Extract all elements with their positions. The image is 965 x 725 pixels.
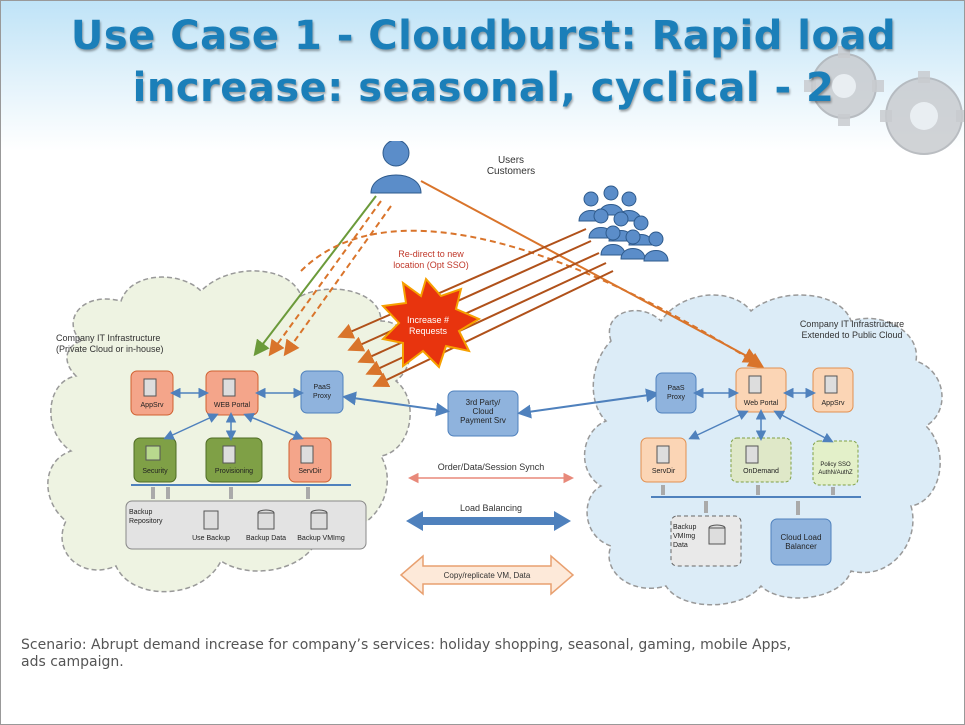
public-paas-line2: Proxy <box>667 394 685 401</box>
private-cloud-title-line1: Company IT Infrastructure <box>56 333 161 343</box>
public-authn-line1: Policy SSO <box>820 462 851 468</box>
user-crowd-icon <box>578 185 669 262</box>
public-backup-label: Backup VMImg Data <box>673 523 709 550</box>
slide-title-line2: increase: seasonal, cyclical - 2 <box>132 65 835 111</box>
cloud-load-balancer-line2: Balancer <box>785 542 817 551</box>
copy-replicate-label: Copy/replicate VM, Data <box>443 571 531 580</box>
public-paas-line1: PaaS <box>667 385 685 392</box>
backup-repository-line2: Repository <box>129 518 163 525</box>
users-label-line1: Users <box>497 155 525 166</box>
backup-repository-line1: Backup <box>129 509 153 516</box>
public-cloud-title-line1: Company IT Infrastructure <box>799 319 905 329</box>
user-icon <box>370 141 422 194</box>
public-authn-line2: AuthN/AuthZ <box>818 470 853 476</box>
public-backup-line3: Data <box>673 542 688 549</box>
private-paas-line2: Proxy <box>313 393 331 400</box>
burst-label-line2: Requests <box>408 326 448 336</box>
private-paas-label: PaaS Proxy <box>301 383 343 401</box>
burst-label-line1: Increase # <box>406 315 450 325</box>
private-cloud-title: Company IT Infrastructure (Private Cloud… <box>56 333 216 355</box>
third-party-line2: Cloud <box>472 407 494 416</box>
scenario-line1: Scenario: Abrupt demand increase for com… <box>21 637 792 653</box>
private-paas-line1: PaaS <box>313 384 331 391</box>
private-nodes <box>125 370 367 550</box>
users-label-line2: Customers <box>486 166 536 177</box>
public-cloud-title: Company IT Infrastructure Extended to Pu… <box>777 319 927 341</box>
private-appsrv-label: AppSrv <box>140 402 164 409</box>
sky-banner <box>1 1 964 151</box>
public-webportal-label: Web Portal <box>743 400 779 407</box>
scenario-line2: ads campaign. <box>21 654 124 670</box>
public-servdir-label: ServDir <box>651 468 676 475</box>
scenario-text: Scenario: Abrupt demand increase for com… <box>21 637 941 671</box>
public-backup-line1: Backup <box>673 524 697 531</box>
load-balancing-label: Load Balancing <box>459 503 523 513</box>
private-security-label: Security <box>142 468 168 475</box>
public-authn-label: Policy SSO AuthN/AuthZ <box>813 461 858 477</box>
public-appsrv-label: AppSrv <box>821 400 845 407</box>
use-backup-label: Use Backup <box>192 535 230 542</box>
private-servdir-label: ServDir <box>298 468 322 475</box>
private-provisioning-label: Provisioning <box>214 468 254 475</box>
redirect-label-line2: location (Opt SSO) <box>393 260 469 270</box>
gears-decoration <box>804 46 964 155</box>
users-label: Users Customers <box>471 155 551 177</box>
public-paas-label: PaaS Proxy <box>656 384 696 402</box>
backup-vmimg-label: Backup VMImg <box>297 535 345 542</box>
load-balancing-arrow <box>406 511 571 531</box>
third-party-line3: Payment Srv <box>460 416 506 425</box>
redirect-label-line1: Re-direct to new <box>398 249 464 259</box>
cloud-load-balancer-label: Cloud Load Balancer <box>771 533 831 551</box>
redirect-label: Re-direct to new location (Opt SSO) <box>376 249 486 271</box>
burst-label: Increase # Requests <box>393 315 463 337</box>
order-sync-label: Order/Data/Session Synch <box>437 462 545 472</box>
third-party-line1: 3rd Party/ <box>465 398 501 407</box>
increase-requests-burst <box>380 276 482 369</box>
private-cloud-title-line2: (Private Cloud or in-house) <box>56 344 164 354</box>
cloud-load-balancer-line1: Cloud Load <box>780 533 822 542</box>
public-cloud-title-line2: Extended to Public Cloud <box>801 330 903 340</box>
private-webportal-label: WEB Portal <box>213 402 251 409</box>
backup-data-label: Backup Data <box>245 535 287 542</box>
third-party-label: 3rd Party/ Cloud Payment Srv <box>448 398 518 425</box>
cloudburst-diagram <box>47 141 943 606</box>
slide-title-line1: Use Case 1 - Cloudburst: Rapid load <box>70 13 897 59</box>
public-nodes <box>640 367 861 567</box>
copy-replicate-arrow <box>399 554 575 596</box>
public-backup-line2: VMImg <box>673 533 696 540</box>
public-ondemand-label: OnDemand <box>743 468 779 475</box>
backup-repository-label: Backup Repository <box>129 508 179 526</box>
